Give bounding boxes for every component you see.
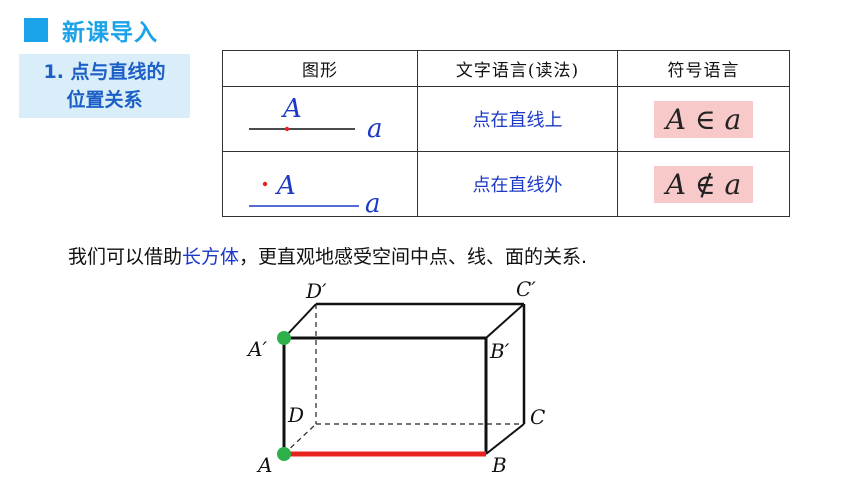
symbol-not-in: A ∉ a [653, 165, 754, 203]
label-A: A [256, 453, 272, 477]
label-D1: D′ [305, 279, 327, 303]
label-A1: A′ [246, 337, 267, 361]
point-A1-marker [277, 331, 291, 345]
section-label-line2: 位置关系 [66, 89, 143, 111]
header-symbol-language: 符号语言 [617, 50, 790, 87]
symbol-in: A ∈ a [653, 100, 754, 138]
page-title: 新课导入 [62, 20, 158, 46]
point-A-marker [277, 447, 291, 461]
section-label: 1. 点与直线的 位置关系 [19, 54, 190, 118]
figure-point-off-line: A a [222, 151, 418, 217]
edge-A1D1 [283, 303, 317, 339]
symbol-cell: A ∈ a [617, 86, 790, 152]
edge-B1C1 [485, 303, 525, 339]
header-square-icon [24, 18, 48, 42]
cuboid-figure: D′ C′ A′ B′ D C A B [246, 277, 545, 477]
edge-BC [485, 423, 525, 455]
label-D: D [287, 403, 304, 427]
sentence-before: 我们可以借助 [68, 246, 183, 268]
desc-on-line: 点在直线上 [472, 110, 563, 131]
point-label: A [275, 171, 296, 201]
desc-cell: 点在直线上 [417, 86, 618, 152]
intro-sentence: 我们可以借助长方体，更直观地感受空间中点、线、面的关系. [68, 242, 587, 269]
language-table: 图形 文字语言(读法) 符号语言 A a 点在直线上 A ∈ a A a 点在直… [222, 50, 790, 217]
table-header-row: 图形 文字语言(读法) 符号语言 [222, 50, 790, 87]
figure-point-on-line: A a [222, 86, 418, 152]
header-figure: 图形 [222, 50, 418, 87]
line-label: a [365, 189, 381, 216]
label-C1: C′ [516, 277, 536, 301]
section-label-line1: 1. 点与直线的 [43, 61, 166, 83]
section-header: 新课导入 [24, 14, 158, 46]
table-row: A a 点在直线外 A ∉ a [222, 151, 790, 217]
line-label: a [367, 114, 383, 144]
header-text-language: 文字语言(读法) [417, 50, 618, 87]
edge-AD [283, 423, 317, 455]
label-B: B [491, 453, 507, 477]
desc-cell: 点在直线外 [417, 151, 618, 217]
point-label: A [281, 94, 302, 124]
symbol-cell: A ∉ a [617, 151, 790, 217]
sentence-highlight: 长方体 [182, 246, 240, 268]
label-B1: B′ [489, 339, 510, 363]
label-C: C [530, 405, 545, 429]
table-row: A a 点在直线上 A ∈ a [222, 86, 790, 152]
sentence-after: ，更直观地感受空间中点、线、面的关系. [239, 246, 588, 268]
desc-off-line: 点在直线外 [472, 175, 563, 196]
